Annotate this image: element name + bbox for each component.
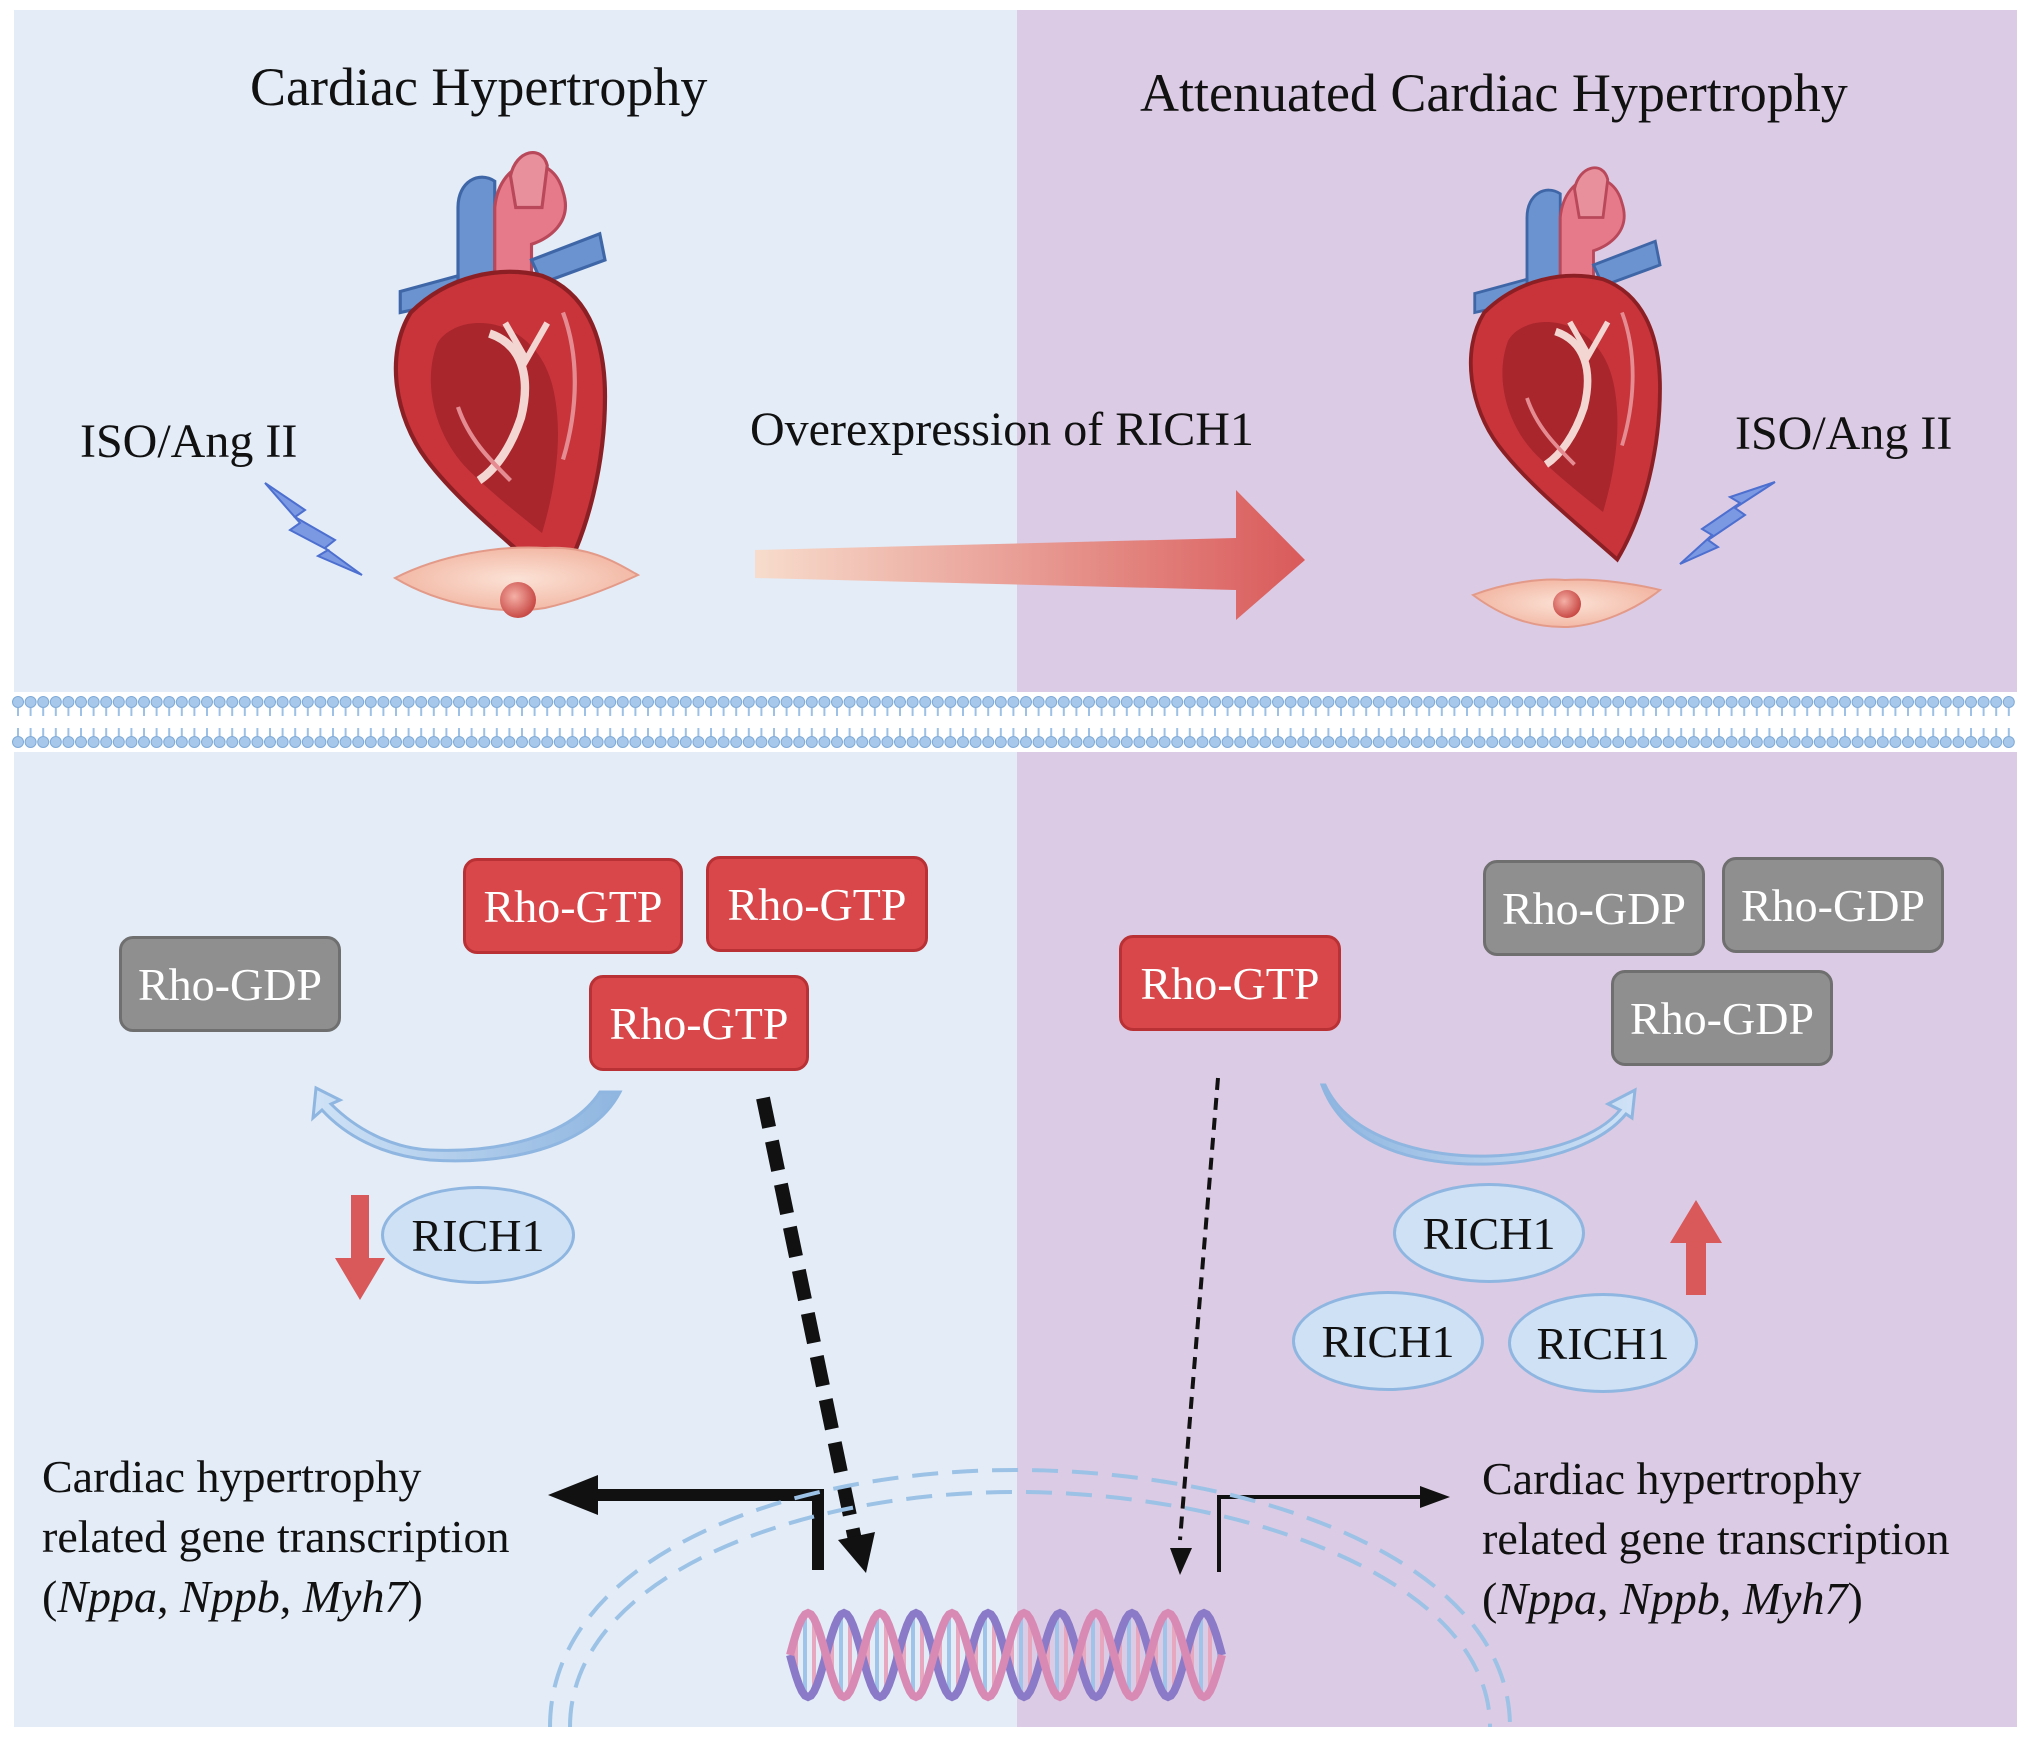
gene-text-line2: related gene transcription <box>42 1511 510 1562</box>
left-gene-transcription-text: Cardiac hypertrophy related gene transcr… <box>42 1447 509 1627</box>
rich1-oval: RICH1 <box>1393 1183 1585 1283</box>
rich1-increase-arrow <box>1670 1200 1722 1295</box>
cell-membrane-icon <box>10 692 2020 752</box>
right-stimulus-label: ISO/Ang II <box>1735 407 1953 460</box>
rho-gdp-box: Rho-GDP <box>119 936 341 1032</box>
rho-gtp-signal-arrow-left <box>756 1096 862 1542</box>
rich1-decrease-arrow <box>335 1195 385 1300</box>
left-panel-title: Cardiac Hypertrophy <box>250 57 708 117</box>
gene-text-line2: related gene transcription <box>1482 1513 1950 1564</box>
cardiomyocyte-icon <box>1470 578 1663 629</box>
gene-text-line1: Cardiac hypertrophy <box>42 1451 422 1502</box>
rho-gtp-box: Rho-GTP <box>589 975 809 1071</box>
dna-helix-icon <box>786 1608 1226 1702</box>
gene-text-line1: Cardiac hypertrophy <box>1482 1453 1862 1504</box>
rho-gdp-box: Rho-GDP <box>1483 860 1705 956</box>
rich1-oval: RICH1 <box>1508 1293 1698 1393</box>
arrowhead <box>548 1475 598 1515</box>
right-panel-title: Attenuated Cardiac Hypertrophy <box>1140 63 1848 123</box>
rich1-oval: RICH1 <box>381 1186 575 1284</box>
transcription-arrow-right <box>1217 1495 1420 1572</box>
nucleus-envelope-icon <box>548 1467 1512 1728</box>
gene-list: (Nppa, Nppb, Myh7) <box>1482 1573 1863 1624</box>
right-gene-transcription-text: Cardiac hypertrophy related gene transcr… <box>1482 1449 1949 1629</box>
transcription-arrow-left <box>595 1489 824 1570</box>
rho-gtp-box: Rho-GTP <box>706 856 928 952</box>
rho-gtp-box: Rho-GTP <box>463 858 683 954</box>
overexpression-arrow <box>755 490 1305 620</box>
rho-gtp-signal-arrow-right <box>1178 1077 1220 1541</box>
gtp-to-gdp-curve-left <box>311 1085 623 1163</box>
gtp-to-gdp-curve-right <box>1319 1083 1637 1166</box>
lightning-icon <box>1679 481 1776 565</box>
lightning-icon <box>264 482 363 576</box>
left-stimulus-label: ISO/Ang II <box>80 415 298 468</box>
transition-label: Overexpression of RICH1 <box>750 403 1254 456</box>
arrowhead <box>1420 1486 1450 1508</box>
rich1-oval: RICH1 <box>1292 1291 1484 1391</box>
rho-gdp-box: Rho-GDP <box>1722 857 1944 953</box>
rho-gdp-box: Rho-GDP <box>1611 970 1833 1066</box>
arrowhead <box>838 1532 875 1573</box>
cardiomyocyte-icon <box>392 546 641 618</box>
gene-list: (Nppa, Nppb, Myh7) <box>42 1571 423 1622</box>
arrowhead <box>1170 1548 1192 1575</box>
rho-gtp-box: Rho-GTP <box>1119 935 1341 1031</box>
